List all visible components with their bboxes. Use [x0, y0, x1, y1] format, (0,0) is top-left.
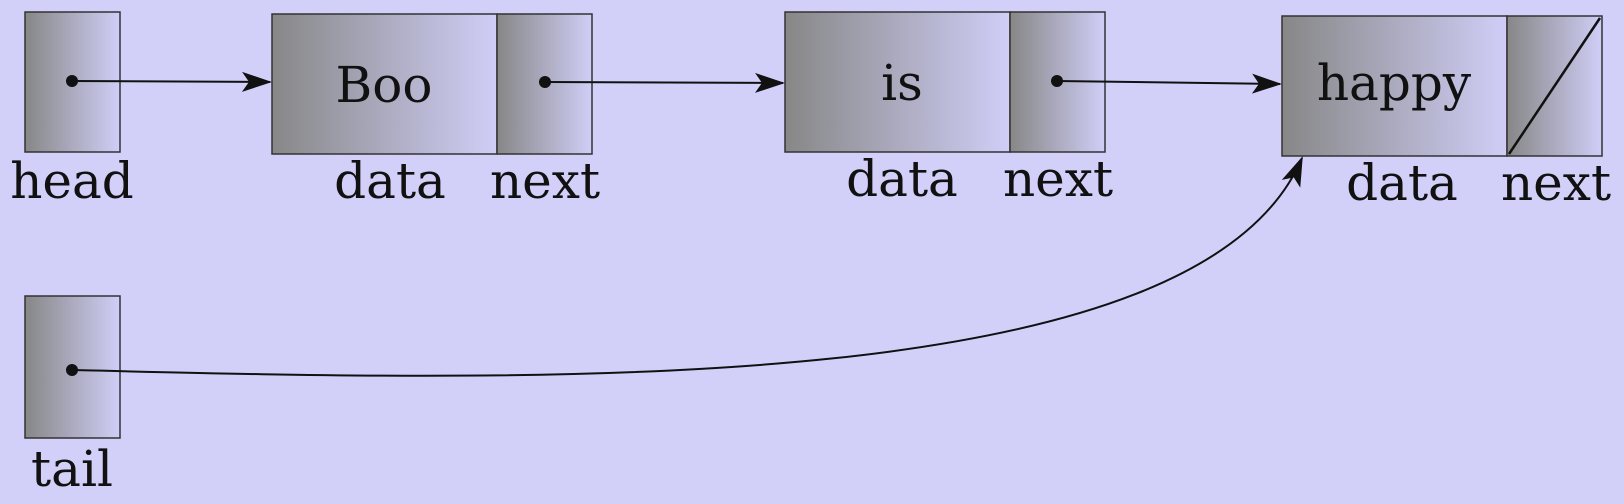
- node-happy-data-value: happy: [1317, 54, 1472, 112]
- list-node-happy: happy data next: [1281, 15, 1611, 212]
- node-is-next-label: next: [1003, 150, 1113, 208]
- arrow-tail-to-happy: [71, 156, 1303, 377]
- tail-pointer-dot: [66, 364, 78, 376]
- node-boo-data-cell: [271, 13, 498, 155]
- head-pointer-dot: [66, 75, 78, 87]
- pointer-dots: [66, 75, 1063, 376]
- is-next-pointer-dot: [1051, 75, 1063, 87]
- tail-pointer: tail: [24, 295, 121, 498]
- head-label: head: [10, 152, 134, 210]
- arrow-boo-to-is: [544, 72, 785, 93]
- node-boo-next-label: next: [490, 152, 600, 210]
- node-is-data-cell: [784, 11, 1011, 153]
- node-is-data-value: is: [881, 54, 923, 112]
- node-is-data-label: data: [846, 150, 958, 208]
- pointer-arrows: [71, 71, 1303, 377]
- arrow-is-to-happy: [1056, 73, 1282, 94]
- node-boo-data-value: Boo: [336, 56, 433, 114]
- list-node-boo: Boo data next: [271, 13, 600, 210]
- null-pointer-slash-icon: [1507, 17, 1602, 155]
- node-happy-next-label: next: [1501, 154, 1611, 212]
- head-pointer: head: [10, 11, 134, 210]
- node-happy-data-cell: [1281, 15, 1508, 157]
- list-node-is: is data next: [784, 11, 1113, 208]
- node-boo-data-label: data: [334, 152, 446, 210]
- arrow-head-to-boo: [71, 71, 272, 92]
- boo-next-pointer-dot: [539, 76, 551, 88]
- node-happy-data-label: data: [1346, 154, 1458, 212]
- tail-label: tail: [31, 440, 113, 498]
